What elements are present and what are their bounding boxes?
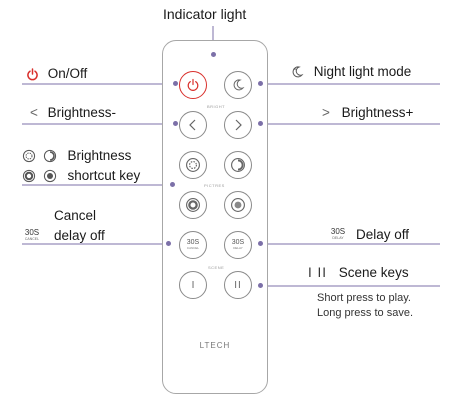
cancel-delay-button-bottom: CANCEL xyxy=(186,246,200,250)
chevron-right-icon xyxy=(235,119,242,131)
night-mode-label: Night light mode xyxy=(313,64,412,79)
delay-off-label: Delay off xyxy=(356,227,410,242)
brightness-shortcut-row2: shortcut key xyxy=(22,168,140,184)
brightness-up-button[interactable] xyxy=(224,111,252,139)
night-mode-row: Night light mode xyxy=(290,64,411,80)
brightness-plus-dot xyxy=(258,121,263,126)
cancel-delay-button[interactable]: 30S CANCEL xyxy=(179,231,207,259)
delay-30s-icon: 30S DELAY xyxy=(328,228,348,241)
brightness-plus-label: Brightness+ xyxy=(341,105,414,120)
brightness-high-icon xyxy=(186,198,200,212)
brightness-shortcut-label-1: Brightness xyxy=(67,148,132,163)
shortcut-dot xyxy=(170,182,175,187)
brightness-full-icon xyxy=(231,198,245,212)
scene-keys-label: Scene keys xyxy=(338,265,409,280)
cancel-30s-icon: 30S CANCEL xyxy=(22,229,42,242)
cancel-delay-button-top: 30S xyxy=(186,239,200,246)
brightness-shortcut-label-2: shortcut key xyxy=(67,168,141,183)
chevron-right-icon: > xyxy=(322,105,330,120)
brightness-low-icon xyxy=(22,150,36,163)
brightness-high-icon xyxy=(22,170,36,183)
brightness-shortcut-2-button[interactable] xyxy=(224,151,252,179)
brightness-shortcut-3-button[interactable] xyxy=(179,191,207,219)
brightness-mid-icon xyxy=(43,150,56,163)
delay-off-button-bottom: DELAY xyxy=(233,246,243,250)
brightness-full-icon xyxy=(43,170,56,183)
delay-off-button-top: 30S xyxy=(231,239,245,246)
remote-control: BRIGHT PICTRES xyxy=(162,40,268,394)
brightness-minus-dot xyxy=(173,121,178,126)
section-bright-label: BRIGHT xyxy=(207,104,226,109)
on-off-dot xyxy=(173,81,178,86)
chevron-left-icon xyxy=(189,119,196,131)
power-icon xyxy=(27,68,38,81)
scene-1-button[interactable]: I xyxy=(179,271,207,299)
brightness-minus-row: < Brightness- xyxy=(30,105,116,121)
indicator-led xyxy=(211,52,216,57)
section-scene-label: SCENE xyxy=(208,265,225,270)
night-mode-dot xyxy=(258,81,263,86)
scene-note-2: Long press to save. xyxy=(317,307,414,319)
cancel-delay-label-2: delay off xyxy=(54,228,105,243)
delay-30s-icon-top: 30S xyxy=(330,227,346,236)
cancel-30s-icon-top: 30S xyxy=(24,228,40,237)
scene-1-label: I xyxy=(191,279,195,291)
brightness-shortcut-4-button[interactable] xyxy=(224,191,252,219)
power-button[interactable] xyxy=(179,71,207,99)
delay-dot xyxy=(258,241,263,246)
brightness-plus-row: > Brightness+ xyxy=(322,105,413,121)
scene-2-button[interactable]: II xyxy=(224,271,252,299)
scene-keys-row: I II Scene keys xyxy=(308,265,409,281)
section-shortcut-label: PICTRES xyxy=(204,183,225,188)
delay-30s-icon-bottom: DELAY xyxy=(332,236,344,240)
brand-logo: LTECH xyxy=(199,341,231,350)
brightness-shortcut-row1: Brightness xyxy=(22,148,131,164)
night-light-button[interactable] xyxy=(224,71,252,99)
brightness-down-button[interactable] xyxy=(179,111,207,139)
cancel-delay-label-1: Cancel xyxy=(54,208,97,223)
scene-dot xyxy=(258,283,263,288)
brightness-shortcut-1-button[interactable] xyxy=(179,151,207,179)
cancel-30s-icon-bottom: CANCEL xyxy=(24,237,40,241)
power-icon xyxy=(187,78,199,91)
scene-icon: I II xyxy=(308,265,328,280)
brightness-low-icon xyxy=(186,158,200,172)
chevron-left-icon: < xyxy=(30,105,38,120)
brightness-mid-icon xyxy=(231,158,245,172)
on-off-label: On/Off xyxy=(47,66,88,81)
moon-icon xyxy=(233,79,245,91)
scene-note-1: Short press to play. xyxy=(317,292,411,304)
indicator-light-label: Indicator light xyxy=(163,6,247,22)
on-off-label-row: On/Off xyxy=(26,66,87,82)
scene-2-label: II xyxy=(234,279,242,291)
delay-off-button[interactable]: 30S DELAY xyxy=(224,231,252,259)
moon-icon xyxy=(292,66,304,78)
brightness-minus-label: Brightness- xyxy=(47,105,116,120)
cancel-dot xyxy=(166,241,171,246)
